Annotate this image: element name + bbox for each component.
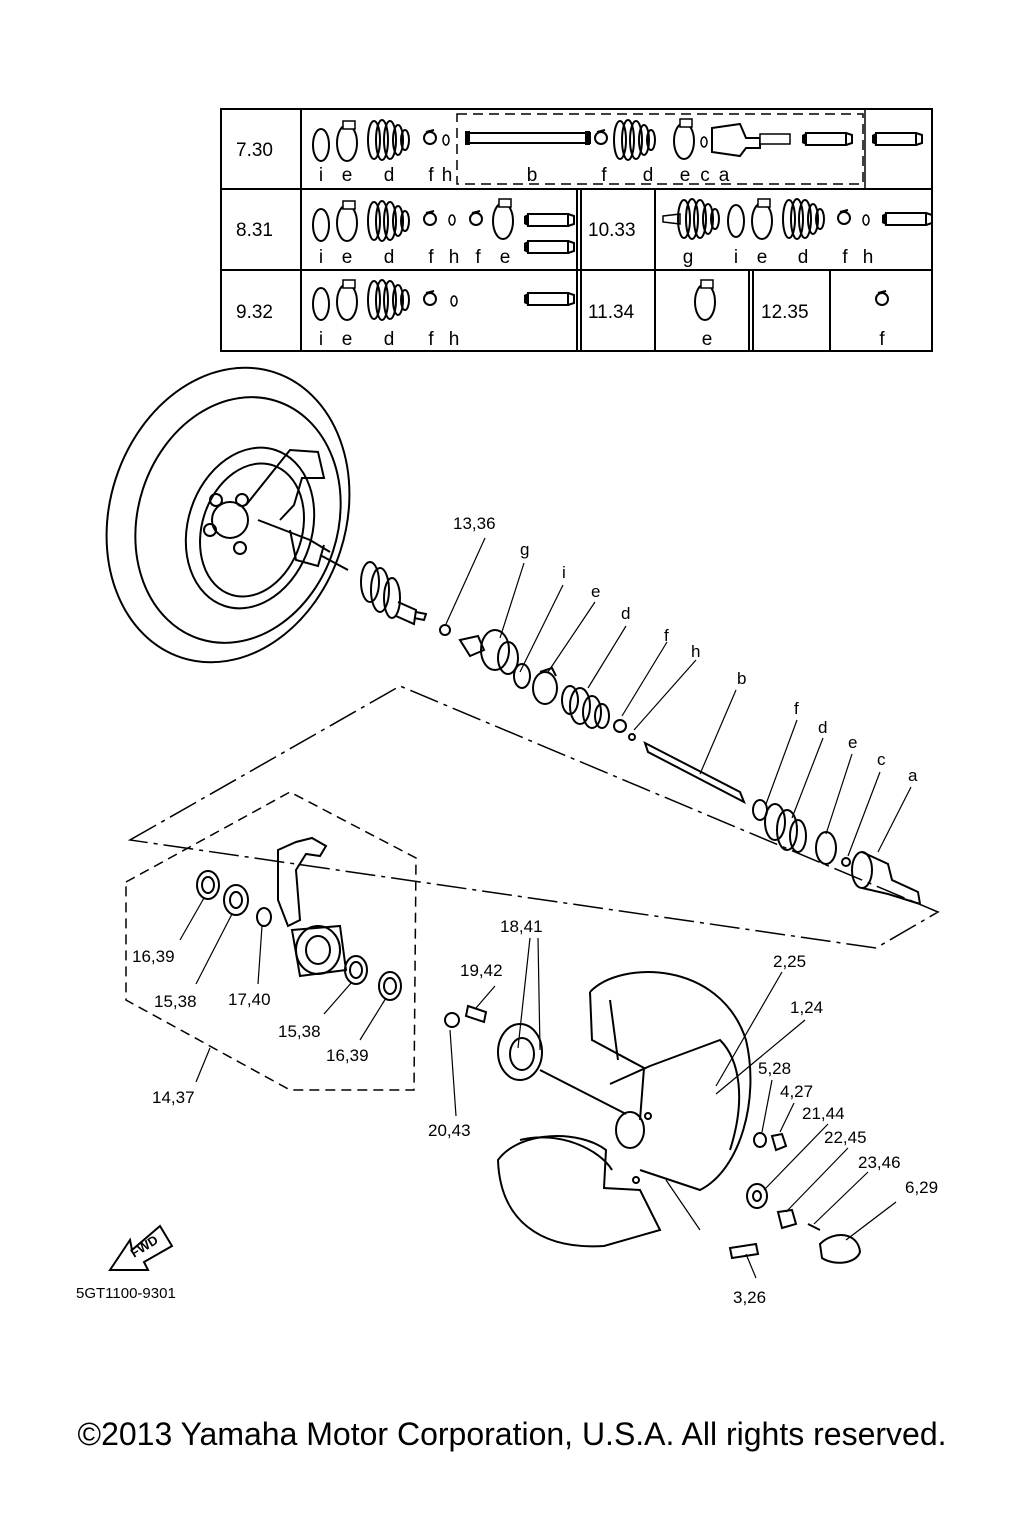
svg-text:e: e xyxy=(342,165,353,186)
svg-text:g: g xyxy=(683,247,694,268)
row3-part-icons xyxy=(312,279,575,321)
svg-text:e: e xyxy=(342,247,353,268)
wheel-hardware xyxy=(728,1132,862,1264)
row1-letters: i e d f h b f d e c a xyxy=(319,165,730,186)
knuckle-and-bearings xyxy=(196,836,460,1028)
svg-text:f: f xyxy=(428,165,434,186)
row1-part-icons xyxy=(312,118,923,162)
svg-text:e: e xyxy=(342,329,353,350)
svg-text:d: d xyxy=(384,165,395,186)
side-10-33-part-icons xyxy=(662,198,933,240)
callout-19-42: 19,42 xyxy=(460,961,503,980)
callout-3-26: 3,26 xyxy=(733,1288,766,1307)
callout-18-41: 18,41 xyxy=(500,917,543,936)
table-ref-10-33: 10.33 xyxy=(588,220,636,241)
svg-text:f: f xyxy=(601,165,607,186)
callout-2-25: 2,25 xyxy=(773,952,806,971)
table-ref-9-32: 9.32 xyxy=(236,302,273,323)
svg-text:d: d xyxy=(798,247,809,268)
diagram-code: 5GT1100-9301 xyxy=(76,1285,176,1302)
assembly-outline xyxy=(127,685,940,949)
table-ref-8-31: 8.31 xyxy=(236,220,273,241)
svg-text:e: e xyxy=(757,247,768,268)
svg-text:h: h xyxy=(442,165,453,186)
callout-17-40: 17,40 xyxy=(228,990,271,1009)
callout-23-46: 23,46 xyxy=(858,1153,901,1172)
callout-labels: 13,36 g i e d f h b f d e c a 18,41 19,4… xyxy=(76,514,938,1307)
callout-i: i xyxy=(562,563,566,582)
callout-f: f xyxy=(664,626,669,645)
callout-5-28: 5,28 xyxy=(758,1059,791,1078)
svg-text:i: i xyxy=(319,247,323,268)
exploded-axle-parts xyxy=(439,624,922,906)
row2-part-icons xyxy=(312,198,575,254)
svg-text:i: i xyxy=(734,247,738,268)
callout-1-24: 1,24 xyxy=(790,998,823,1017)
forward-direction-arrow: FWD xyxy=(108,1224,174,1271)
callout-g: g xyxy=(520,540,529,559)
svg-text:e: e xyxy=(500,247,511,268)
svg-text:h: h xyxy=(863,247,874,268)
callout-e: e xyxy=(591,582,600,601)
callout-f2: f xyxy=(794,699,799,718)
svg-text:f: f xyxy=(842,247,848,268)
svg-text:b: b xyxy=(527,165,538,186)
svg-text:h: h xyxy=(449,329,460,350)
table-ref-12-35: 12.35 xyxy=(761,302,809,323)
side-11-34-clamp-icon xyxy=(694,279,716,321)
callout-d: d xyxy=(621,604,630,623)
svg-text:h: h xyxy=(449,247,460,268)
callout-b: b xyxy=(737,669,746,688)
callout-22-45: 22,45 xyxy=(824,1128,867,1147)
callout-21-44: 21,44 xyxy=(802,1104,845,1123)
callout-d2: d xyxy=(818,718,827,737)
callout-c: c xyxy=(877,750,886,769)
assembled-wheel-illustration xyxy=(105,366,428,664)
svg-text:a: a xyxy=(719,165,730,186)
side-10-33-letters: g i e d f h xyxy=(683,247,874,268)
svg-text:d: d xyxy=(643,165,654,186)
callout-15-38-left: 15,38 xyxy=(154,992,197,1011)
table-ref-11-34: 11.34 xyxy=(588,302,635,323)
side-11-34-letter: e xyxy=(702,329,713,350)
svg-text:d: d xyxy=(384,247,395,268)
svg-text:i: i xyxy=(319,329,323,350)
row3-letters: i e d f h xyxy=(319,329,459,350)
callout-15-38-right: 15,38 xyxy=(278,1022,321,1041)
callout-14-37: 14,37 xyxy=(152,1088,195,1107)
copyright-notice: ©2013 Yamaha Motor Corporation, U.S.A. A… xyxy=(77,1416,947,1452)
callout-4-27: 4,27 xyxy=(780,1082,813,1101)
table-ref-7-30: 7.30 xyxy=(236,140,273,161)
svg-text:i: i xyxy=(319,165,323,186)
svg-text:f: f xyxy=(428,329,434,350)
svg-text:d: d xyxy=(384,329,395,350)
callout-h: h xyxy=(691,642,700,661)
callout-16-39-right: 16,39 xyxy=(326,1046,369,1065)
knuckle-group-outline xyxy=(125,791,417,1091)
leader-lines xyxy=(179,537,912,1279)
row2-letters: i e d f h f e xyxy=(319,247,510,268)
callout-16-39-left: 16,39 xyxy=(132,947,175,966)
hub-and-lower-wheel xyxy=(464,971,752,1248)
side-12-35-clip-icon xyxy=(875,290,889,306)
callout-6-29: 6,29 xyxy=(905,1178,938,1197)
svg-text:c: c xyxy=(700,165,710,186)
callout-e2: e xyxy=(848,733,857,752)
callout-13-36: 13,36 xyxy=(453,514,496,533)
svg-text:e: e xyxy=(680,165,691,186)
svg-text:f: f xyxy=(475,247,481,268)
parts-table: 7.30 8.31 9.32 10.33 11.34 12.35 i e xyxy=(220,108,933,352)
svg-text:f: f xyxy=(428,247,434,268)
callout-20-43: 20,43 xyxy=(428,1121,471,1140)
side-12-35-letter: f xyxy=(879,329,885,350)
callout-a: a xyxy=(908,766,918,785)
